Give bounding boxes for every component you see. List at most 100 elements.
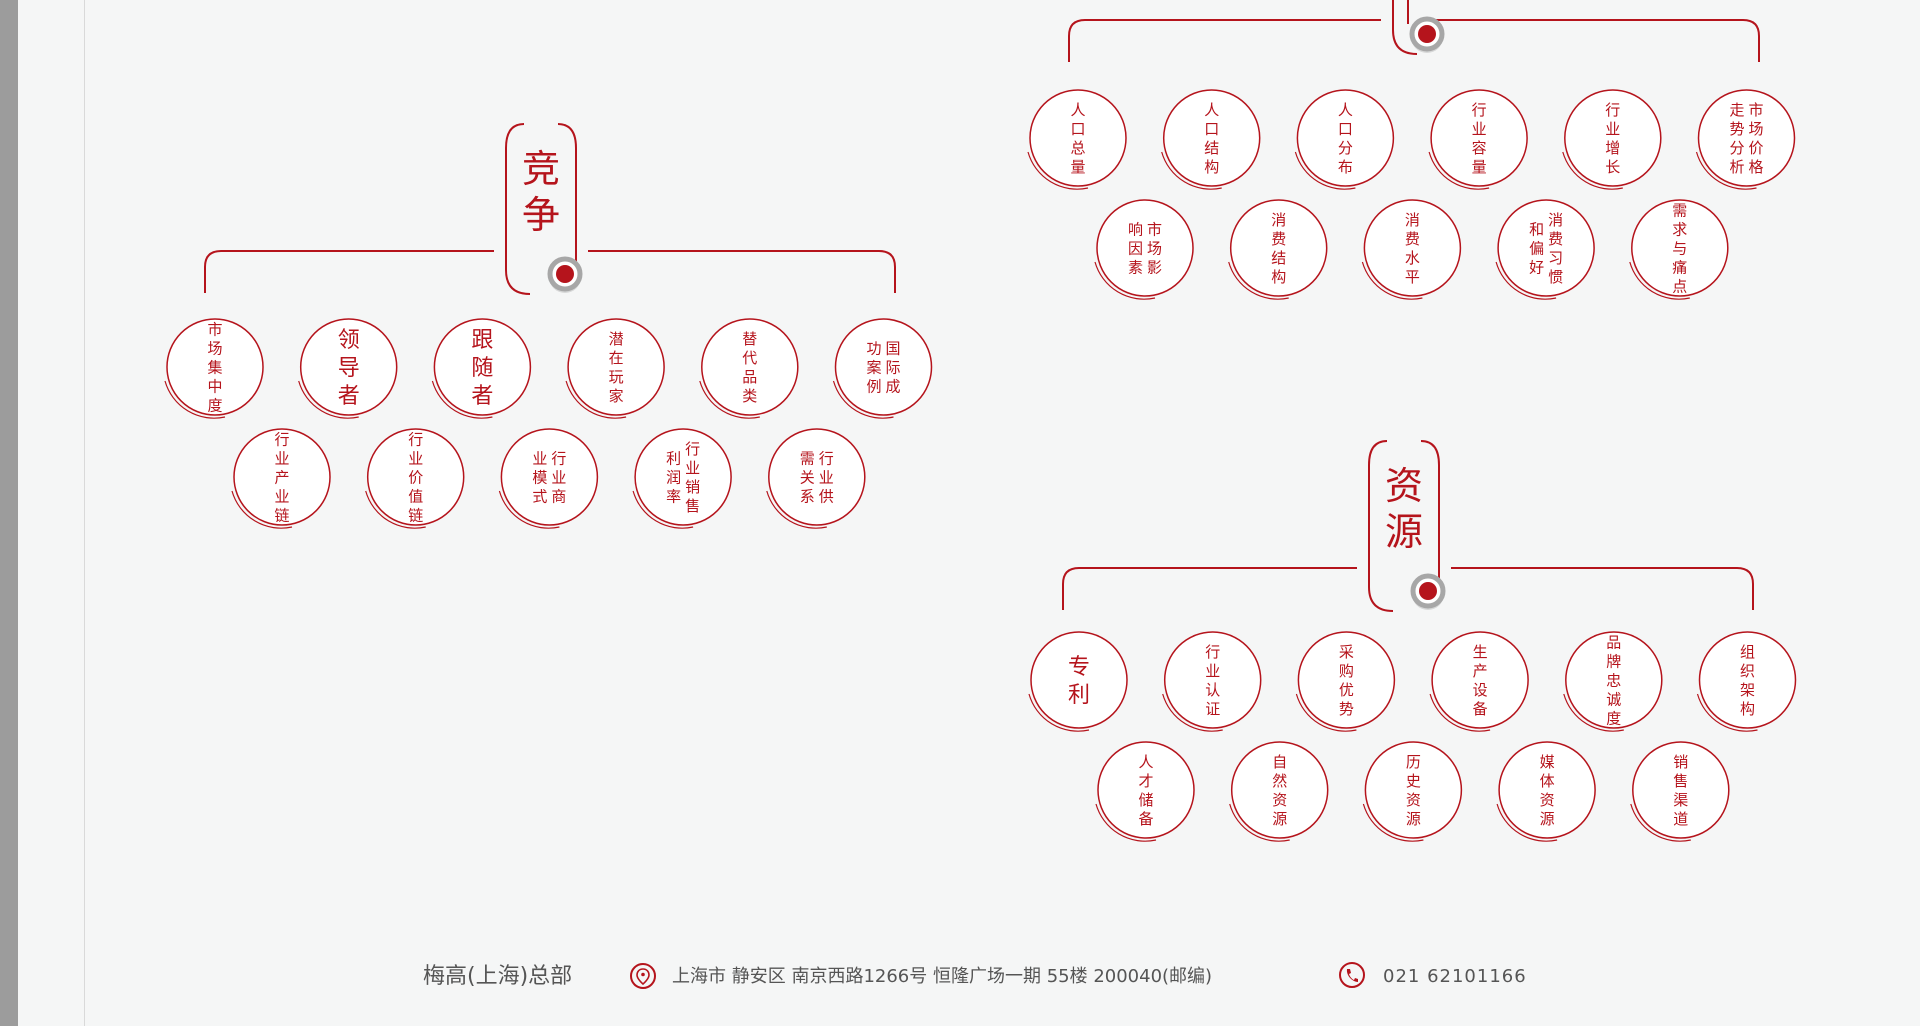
location-pin-icon	[630, 963, 656, 989]
concept-label-char: 业	[274, 487, 289, 505]
concept-label-char: 水	[1405, 249, 1420, 267]
concept-label-char: 量	[1472, 158, 1487, 176]
bracket-line-left	[1062, 567, 1357, 610]
concept-label-char: 产	[274, 468, 289, 486]
concept-circle-outline	[1631, 199, 1729, 297]
concept-label-char: 系	[800, 487, 815, 505]
concept-label-char: 业	[274, 449, 289, 467]
concept-label-char: 偏	[1529, 239, 1544, 257]
concept-label-char: 口	[1338, 120, 1353, 138]
concept-label-char: 长	[1605, 158, 1620, 176]
concept-label-char: 导	[338, 356, 360, 381]
concept-label-char: 业	[685, 459, 700, 477]
concept-label-char: 认	[1205, 681, 1220, 699]
concept-label-char: 需	[800, 449, 815, 467]
concept-label-char: 织	[1740, 662, 1755, 680]
concept-circle-accent	[1028, 693, 1090, 732]
concept-label-char: 和	[1529, 220, 1544, 238]
concept-circle-outline	[768, 428, 866, 526]
concept-label-char: 口	[1070, 120, 1085, 138]
concept-circle-accent	[1429, 693, 1491, 732]
concept-label-char: 采	[1339, 643, 1354, 661]
page-margin-line	[84, 0, 85, 1026]
footer-phone: 021 62101166	[1383, 966, 1527, 987]
concept-circle-accent	[498, 490, 560, 529]
concept-label-char: 优	[1339, 681, 1354, 699]
concept-label-char: 业	[408, 449, 423, 467]
concept-circle-outline	[1296, 89, 1395, 187]
concept-circle-accent	[1294, 151, 1356, 190]
concept-circle-outline	[1632, 741, 1730, 839]
concept-label-char: 增	[1605, 139, 1620, 157]
concept-label-char: 行	[1472, 101, 1487, 119]
concept-label-char: 格	[1748, 158, 1763, 176]
concept-label-char: 领	[338, 328, 360, 353]
concept-circle-accent	[1428, 151, 1490, 190]
concept-circle-accent	[1629, 261, 1690, 300]
concept-label-char: 行	[685, 440, 700, 458]
concept-circle-accent	[1095, 803, 1157, 842]
concept-circle-accent	[1361, 261, 1423, 300]
concept-circle-accent	[632, 490, 694, 529]
concept-label-char: 储	[1138, 791, 1153, 809]
concept-label-char: 在	[609, 349, 624, 367]
concept-label-char: 代	[742, 349, 757, 367]
concept-label-char: 备	[1473, 700, 1488, 718]
footer-address: 上海市 静安区 南京西路1266号 恒隆广场一期 55楼 200040(邮编)	[672, 966, 1212, 987]
concept-label-char: 费	[1548, 230, 1563, 248]
concept-label-char: 随	[471, 356, 493, 381]
concept-label-char: 构	[1204, 158, 1219, 176]
concept-label-char: 替	[742, 330, 757, 348]
concept-circle-outline	[1364, 741, 1463, 839]
concept-circle-outline	[1431, 631, 1529, 729]
concept-label-char: 业	[551, 468, 566, 486]
market-section-tree: 人口总量人口结构人口分布行业容量行业增长市场价格走势分析市场影响因素消费结构消费…	[1027, 0, 1796, 300]
concept-label-char: 业	[532, 449, 547, 467]
concept-label-char: 案	[866, 358, 881, 376]
node-dot	[1419, 582, 1437, 600]
concept-circle-outline	[1029, 89, 1127, 187]
concept-circle-outline	[1430, 89, 1528, 187]
concept-label-char: 布	[1338, 158, 1353, 176]
concept-label-char: 势	[1339, 700, 1354, 718]
title-tab-left-edge	[1368, 440, 1394, 612]
concept-label-char: 者	[471, 384, 493, 409]
concept-label-char: 生	[1473, 643, 1488, 661]
concept-label-char: 模	[532, 468, 547, 486]
concept-label-char: 费	[1405, 230, 1420, 248]
concept-label-char: 备	[1138, 810, 1153, 828]
concept-label-char: 证	[1205, 700, 1220, 718]
concept-label-char: 业	[1472, 120, 1487, 138]
concept-label-char: 架	[1740, 681, 1755, 699]
concept-label-char: 历	[1406, 753, 1421, 771]
concept-label-char: 售	[685, 497, 700, 515]
concept-label-char: 类	[742, 387, 757, 405]
concept-label-char: 值	[408, 487, 423, 505]
concept-circle-accent	[1496, 803, 1558, 842]
concept-label-char: 结	[1204, 139, 1219, 157]
concept-label-char: 商	[551, 487, 566, 505]
concept-circle-outline	[1162, 89, 1261, 187]
concept-label-char: 响	[1128, 220, 1143, 238]
concept-circle-outline	[1297, 631, 1396, 729]
concept-circle: 专利	[1028, 631, 1128, 732]
section-title-char: 源	[1385, 510, 1423, 554]
concept-circle-outline	[634, 428, 732, 526]
concept-label-char: 国	[885, 339, 900, 357]
concept-label-char: 析	[1729, 158, 1744, 176]
concept-circle: 跟随者	[431, 318, 532, 419]
concept-label-char: 容	[1472, 139, 1487, 157]
concept-label-char: 点	[1672, 277, 1687, 295]
concept-label-char: 设	[1473, 681, 1488, 699]
